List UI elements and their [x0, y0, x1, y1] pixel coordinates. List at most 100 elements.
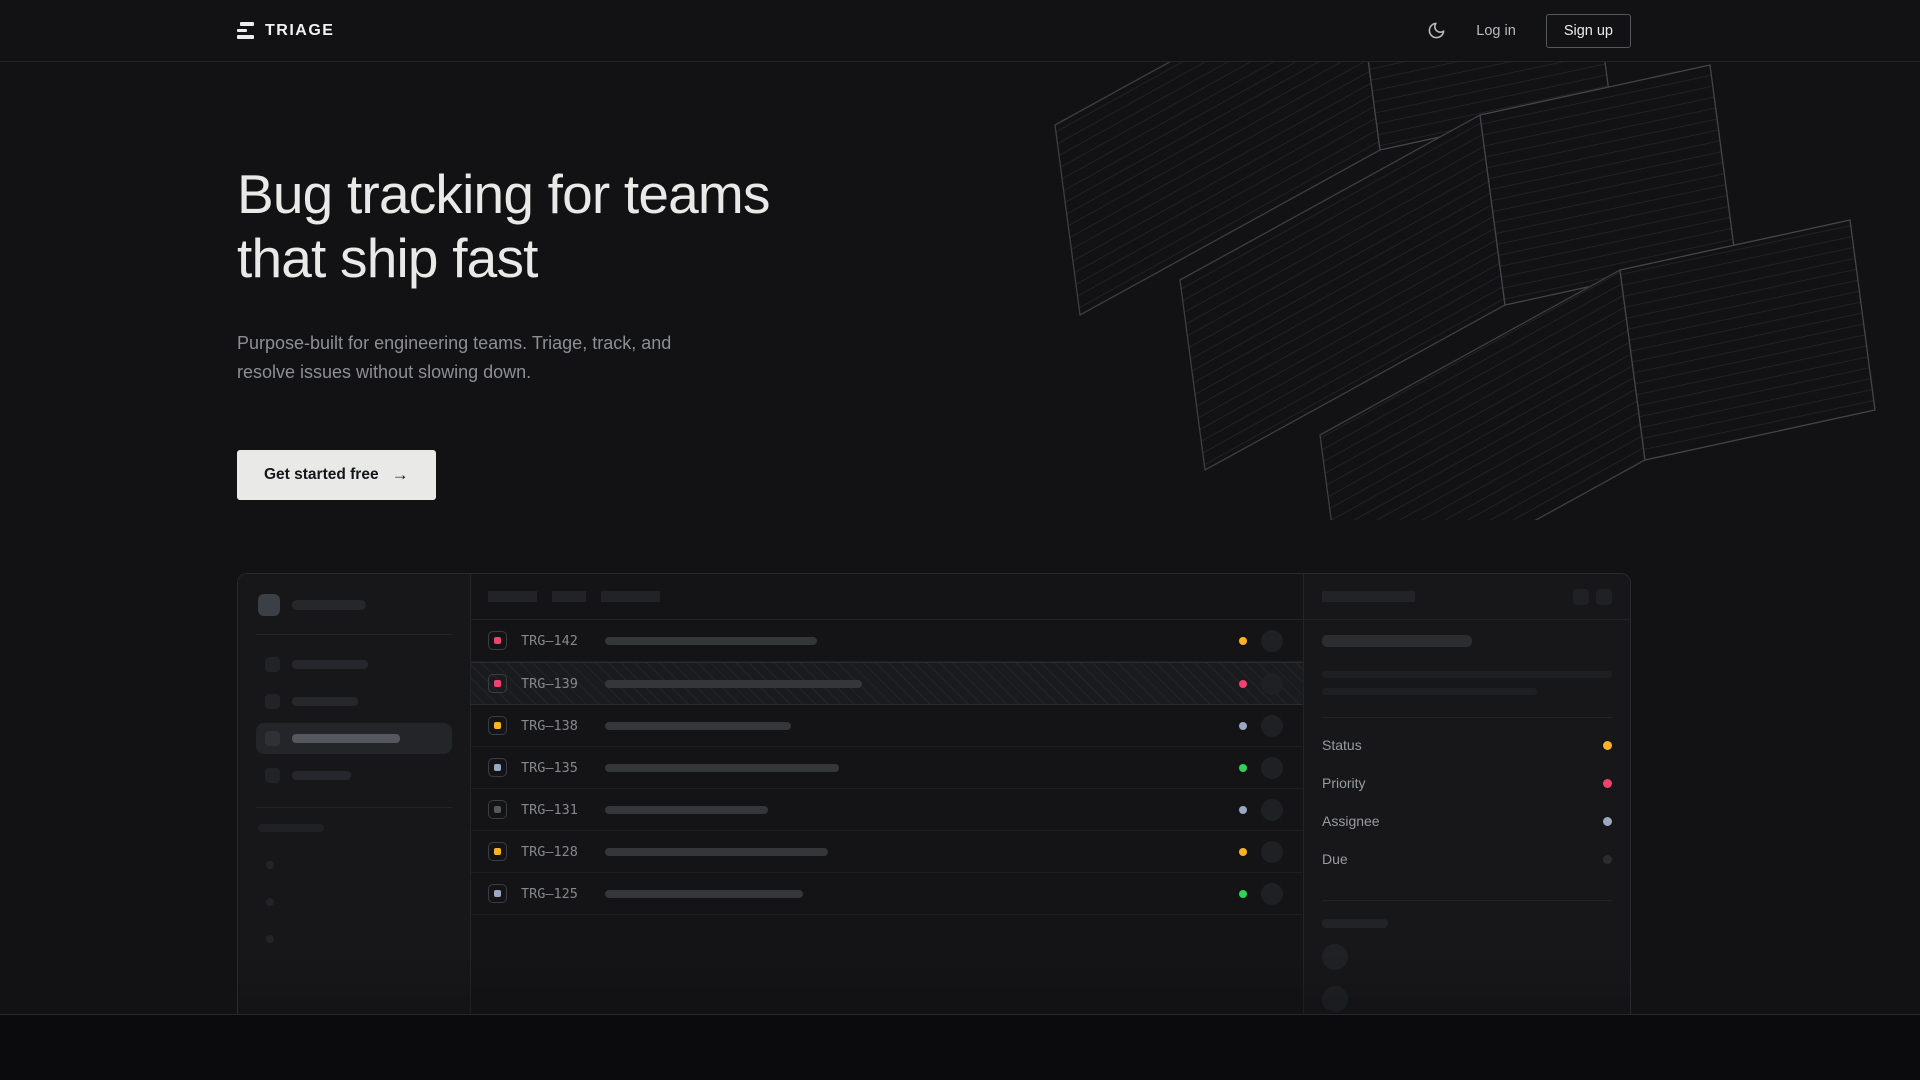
detail-field-label: Assignee: [1322, 813, 1380, 830]
sidebar-dot-skeleton: [266, 935, 274, 944]
issue-type-icon: [488, 800, 507, 820]
sidebar-divider: [256, 634, 452, 636]
arrow-right-icon: →: [391, 465, 409, 485]
detail-header-skeleton: [1322, 591, 1415, 603]
issue-type-icon: [488, 758, 507, 778]
detail-title-skeleton: [1322, 635, 1472, 648]
issue-id: TRG–142: [521, 632, 578, 649]
issue-status-dot: [1239, 847, 1247, 856]
issue-type-dot: [494, 637, 501, 645]
detail-action-icon: [1573, 588, 1589, 605]
workspace-name-skeleton: [292, 600, 366, 611]
sidebar-nav-item: [256, 760, 452, 791]
issue-status-dot: [1239, 763, 1247, 772]
issue-title-skeleton: [605, 636, 817, 645]
sidebar-item-icon: [265, 657, 280, 673]
brand-name: TRIAGE: [265, 21, 335, 39]
get-started-button[interactable]: Get started free →: [237, 450, 436, 501]
issue-type-dot: [494, 680, 501, 688]
sidebar-section-label-skeleton: [258, 824, 324, 833]
brand-logo[interactable]: TRIAGE: [237, 22, 334, 40]
issue-type-icon: [488, 631, 507, 651]
issue-type-dot: [494, 722, 501, 730]
mockup-sidebar: [238, 574, 471, 1065]
detail-field-row: Due: [1322, 840, 1612, 878]
issue-status-dot: [1239, 636, 1247, 645]
theme-toggle-button[interactable]: [1427, 21, 1446, 40]
detail-field-row: Assignee: [1322, 802, 1612, 840]
sidebar-item-icon: [265, 768, 280, 784]
detail-field-label: Priority: [1322, 775, 1366, 792]
sidebar-item-label-skeleton: [292, 771, 351, 781]
issue-detail-panel: Status Priority Assignee Due: [1303, 574, 1630, 1065]
detail-divider: [1322, 717, 1612, 719]
issue-assignee-avatar: [1261, 714, 1283, 737]
issue-row: TRG–138: [471, 705, 1303, 748]
detail-section-label-skeleton: [1322, 919, 1388, 929]
detail-field-dot: [1603, 816, 1612, 826]
issue-type-icon: [488, 884, 507, 904]
issue-assignee-avatar: [1261, 629, 1283, 652]
toolbar-filter-skeleton: [601, 591, 660, 603]
hero-title-line-2: that ship fast: [237, 227, 538, 290]
workspace-avatar: [258, 594, 280, 617]
issue-row: TRG–128: [471, 831, 1303, 874]
issue-row: TRG–131: [471, 789, 1303, 832]
detail-field-row: Priority: [1322, 764, 1612, 802]
workspace-switcher: [256, 594, 452, 617]
sidebar-nav-item: [256, 723, 452, 755]
detail-field-dot: [1603, 740, 1612, 750]
issue-id: TRG–125: [521, 885, 578, 902]
detail-action-icon: [1596, 588, 1612, 605]
sidebar-item-label-skeleton: [292, 697, 358, 707]
issue-type-icon: [488, 716, 507, 736]
get-started-label: Get started free: [264, 466, 379, 484]
issue-title-skeleton: [605, 721, 791, 730]
login-link[interactable]: Log in: [1476, 22, 1516, 39]
detail-avatar-skeleton: [1322, 986, 1348, 1013]
issue-type-dot: [494, 764, 501, 772]
issue-status-dot: [1239, 805, 1247, 814]
issue-id: TRG–139: [521, 675, 578, 692]
issue-title-skeleton: [605, 679, 862, 688]
detail-avatar-skeleton: [1322, 944, 1348, 971]
detail-field-dot: [1603, 854, 1612, 864]
issue-assignee-avatar: [1261, 798, 1283, 821]
sidebar-divider: [256, 807, 452, 809]
detail-header: [1304, 574, 1630, 621]
issue-status-dot: [1239, 679, 1247, 688]
issue-title-skeleton: [605, 763, 839, 772]
issue-title-skeleton: [605, 847, 828, 856]
issue-type-dot: [494, 806, 501, 814]
issue-id: TRG–131: [521, 801, 578, 818]
next-section-band: [0, 1014, 1920, 1080]
moon-icon: [1428, 22, 1445, 39]
detail-field-row: Status: [1322, 726, 1612, 764]
sidebar-nav-item: [256, 686, 452, 717]
detail-field-dot: [1603, 778, 1612, 788]
issue-assignee-avatar: [1261, 672, 1283, 695]
detail-description-skeleton: [1322, 688, 1537, 696]
signup-button[interactable]: Sign up: [1545, 13, 1631, 48]
issue-title-skeleton: [605, 889, 803, 898]
issue-assignee-avatar: [1261, 840, 1283, 863]
issue-id: TRG–128: [521, 843, 578, 860]
hero-title-line-1: Bug tracking for teams: [237, 163, 770, 225]
hero-section: Bug tracking for teams that ship fast Pu…: [237, 62, 1631, 1065]
sidebar-dot-skeleton: [266, 898, 274, 907]
sidebar-nav-item: [256, 649, 452, 680]
issue-type-dot: [494, 848, 501, 856]
issue-assignee-avatar: [1261, 882, 1283, 905]
issue-row: TRG–135: [471, 747, 1303, 790]
issue-row: TRG–125: [471, 873, 1303, 916]
issue-status-dot: [1239, 889, 1247, 898]
issue-title-skeleton: [605, 805, 768, 814]
issue-assignee-avatar: [1261, 756, 1283, 779]
issue-row: TRG–139: [471, 662, 1303, 706]
toolbar-filter-skeleton: [488, 591, 537, 603]
toolbar-filter-skeleton: [552, 591, 586, 603]
issue-type-dot: [494, 890, 501, 898]
triage-bars-icon: [237, 22, 254, 39]
issue-id: TRG–138: [521, 717, 578, 734]
detail-divider: [1322, 900, 1612, 902]
